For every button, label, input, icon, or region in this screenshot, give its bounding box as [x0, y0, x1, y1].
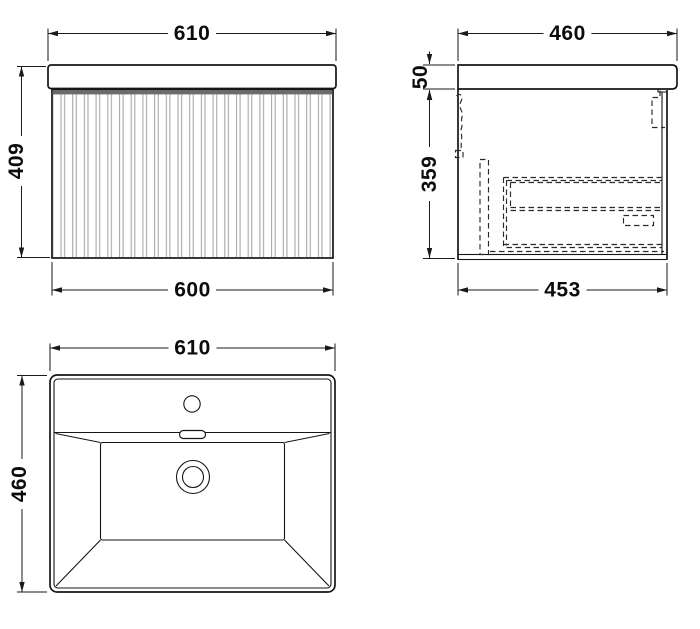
dim-label-side-depth-bottom: 453	[544, 279, 581, 302]
dim-side-depth-bottom: 453	[457, 263, 668, 302]
waste-pipe-hidden	[456, 93, 464, 149]
drawer-catch-hidden	[622, 214, 655, 227]
drawer-front-top-step	[657, 89, 667, 93]
side-section-view: 460 50 359 453	[409, 22, 678, 302]
flute-texture	[53, 94, 332, 257]
overflow-slot	[178, 429, 207, 440]
basin-plan-view: 610 460	[8, 337, 336, 593]
drawer-box-hidden	[490, 176, 664, 253]
basin-bowl	[55, 432, 330, 587]
dim-label-front-width-bottom: 600	[174, 279, 211, 302]
bowl-base	[99, 441, 286, 541]
fixing-bracket-hidden	[651, 90, 665, 129]
hidden-details	[454, 90, 665, 256]
dim-label-basin-depth: 460	[8, 466, 31, 503]
dim-side-depth-top: 460	[457, 22, 678, 61]
dim-label-side-worktop-height: 50	[409, 65, 432, 89]
dim-label-front-height: 409	[5, 143, 28, 180]
dim-basin-depth: 460	[8, 375, 47, 593]
basin-outer-rim	[49, 374, 336, 593]
dim-side-cabinet-height: 359	[418, 90, 455, 259]
dim-basin-width: 610	[49, 337, 336, 371]
worktop-front	[47, 64, 337, 90]
waste-outlet-hidden	[454, 149, 464, 159]
front-elevation-view: 610 409 600	[5, 22, 337, 302]
tap-hole	[183, 395, 201, 413]
dim-front-width-top: 610	[47, 22, 337, 61]
panel-top-shadow	[52, 90, 333, 95]
dim-front-width-bottom: 600	[51, 262, 334, 302]
basin-inner-rim	[53, 378, 332, 589]
dim-label-side-cabinet-height: 359	[418, 156, 441, 193]
dim-label-side-depth-top: 460	[549, 22, 586, 45]
worktop-side-profile	[457, 64, 678, 90]
dim-front-height: 409	[5, 66, 50, 258]
dim-label-basin-width: 610	[174, 337, 211, 360]
dim-label-front-width-top: 610	[174, 22, 211, 45]
waste-drain	[175, 459, 211, 495]
drain-pipe-hidden	[479, 158, 490, 256]
